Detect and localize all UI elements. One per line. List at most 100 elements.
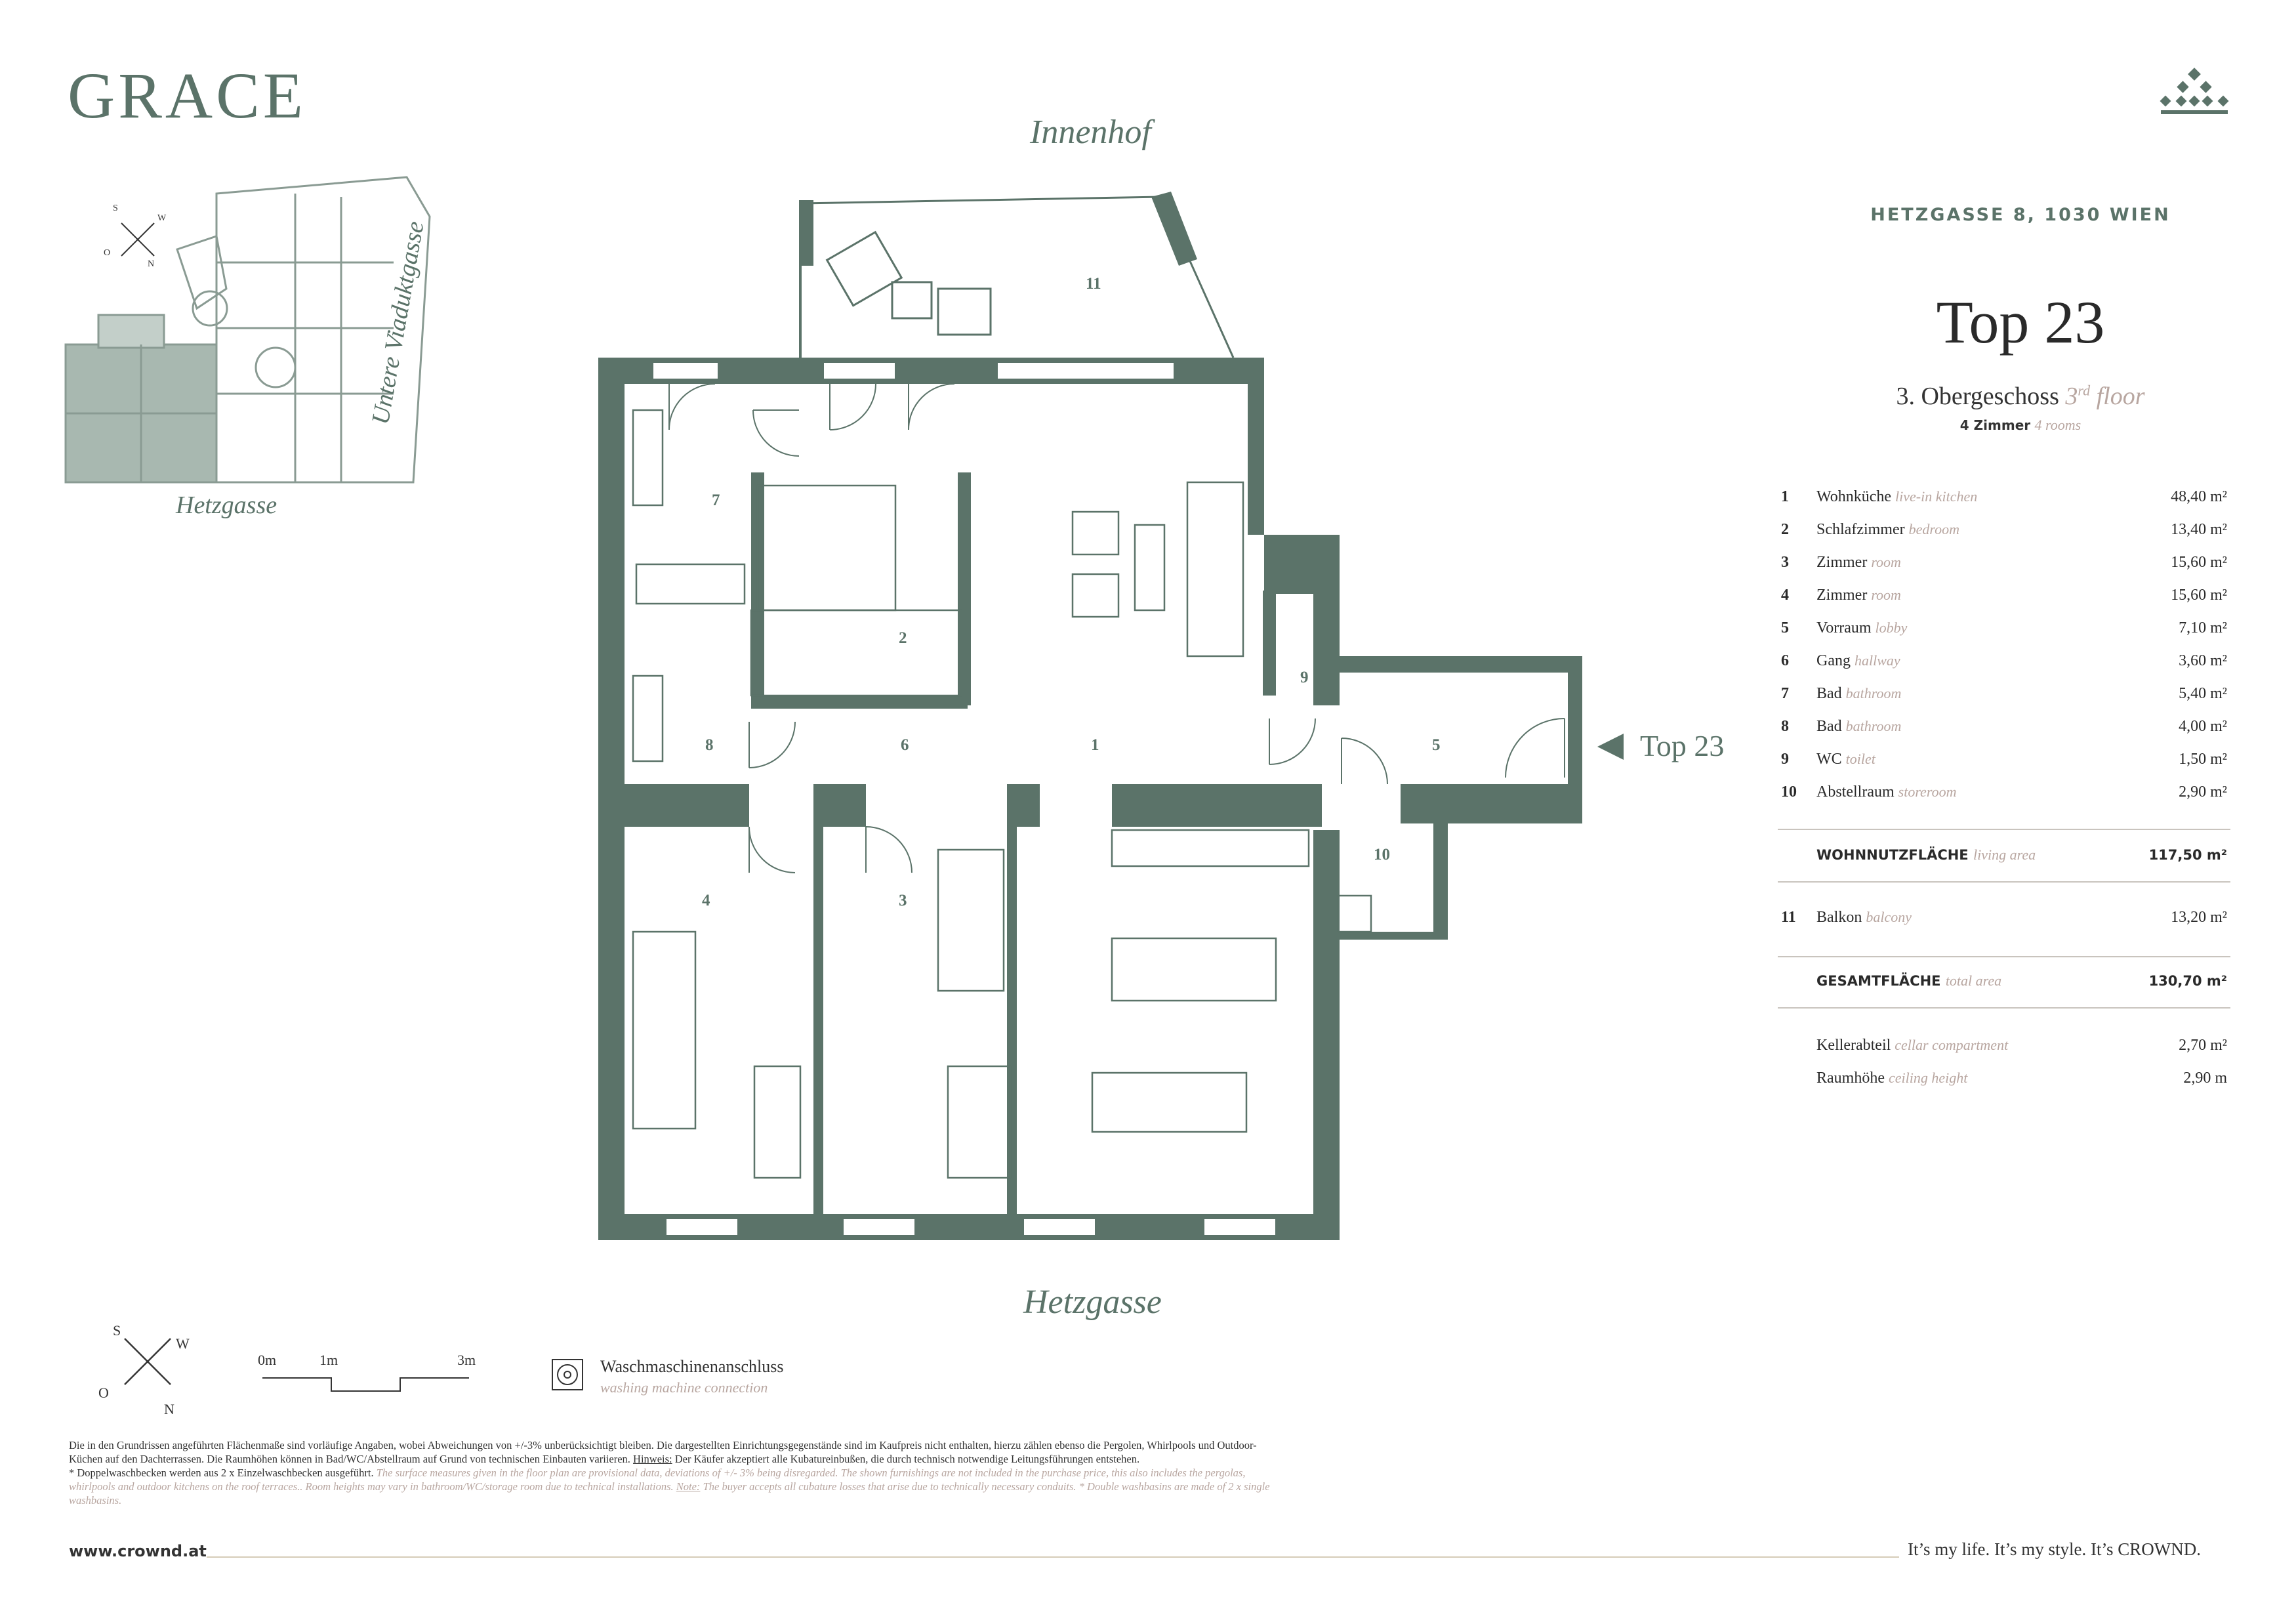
mini-compass-o: O [104, 248, 111, 258]
entrance-arrow-icon [1597, 734, 1624, 760]
room-row: 1 Wohnküche live-in kitchen 48,40 m² [1781, 480, 2227, 513]
compass-w: W [176, 1335, 190, 1352]
mini-compass-s: S [113, 203, 118, 213]
mini-front-street-label: Hetzgasse [176, 491, 277, 519]
rule-4 [1778, 1007, 2230, 1009]
mini-building-plan [64, 176, 431, 484]
rooms-de: 4 Zimmer [1959, 417, 2031, 433]
balcony-11 [799, 192, 1235, 358]
total-area-row: GESAMTFLÄCHE total area 130,70 m² [1816, 972, 2227, 989]
doors [668, 383, 1565, 873]
disclaimer: Die in den Grundrissen angeführten Fläch… [69, 1439, 1270, 1507]
plan-label-2: 2 [899, 629, 907, 647]
room-area: 3,60 m² [2179, 652, 2227, 669]
extra-row: Raumhöhe ceiling height 2,90 m [1781, 1062, 2227, 1094]
scale-3m: 3m [457, 1352, 476, 1368]
room-number: 3 [1781, 554, 1789, 571]
apartment-walls [598, 358, 1582, 1240]
mini-compass-w: W [157, 213, 167, 223]
floor-de: 3. Obergeschoss [1896, 383, 2059, 410]
room-area: 13,40 m² [2171, 521, 2227, 538]
mini-compass-n: N [148, 259, 155, 269]
extra-name: Kellerabteil cellar compartment [1816, 1037, 2009, 1054]
room-name: Schlafzimmer bedroom [1816, 521, 1960, 538]
rule-1 [1778, 829, 2230, 830]
project-logo: GRACE [68, 59, 306, 132]
plan-label-6: 6 [901, 736, 909, 754]
courtyard-label: Innenhof [1030, 114, 1151, 151]
plan-label-10: 10 [1374, 846, 1390, 864]
front-street-label: Hetzgasse [1023, 1283, 1162, 1321]
website-link[interactable]: www.crownd.at [69, 1542, 207, 1560]
plan-label-3: 3 [899, 892, 907, 909]
compass-o: O [98, 1385, 109, 1401]
address: HETZGASSE 8, 1030 WIEN [1870, 205, 2171, 225]
rooms-en: 4 rooms [2034, 417, 2081, 433]
washing-machine-icon [552, 1359, 583, 1390]
room-number: 1 [1781, 488, 1789, 505]
room-area: 7,10 m² [2179, 619, 2227, 636]
scale-1m: 1m [319, 1352, 338, 1368]
balcony-row: 11 Balkon balcony 13,20 m² [1781, 909, 2227, 926]
compass-n: N [164, 1401, 174, 1417]
scale-bar [262, 1377, 469, 1392]
room-name: Zimmer room [1816, 587, 1901, 604]
plan-label-8: 8 [705, 736, 714, 754]
rooms-line: 4 Zimmer 4 rooms [1817, 417, 2224, 434]
room-name: Wohnküche live-in kitchen [1816, 488, 1978, 505]
room-name: Zimmer room [1816, 554, 1901, 571]
plan-label-11: 11 [1086, 275, 1101, 293]
room-area: 5,40 m² [2179, 685, 2227, 702]
floor-en: 3rd floor [2065, 382, 2145, 410]
room-number: 9 [1781, 751, 1789, 768]
room-name: Bad bathroom [1816, 685, 1902, 702]
unit-title: Top 23 [1936, 289, 2105, 356]
room-number: 8 [1781, 718, 1789, 735]
legend-de: Waschmaschinenanschluss [600, 1357, 784, 1376]
plan-label-9: 9 [1300, 669, 1309, 686]
extra-name: Raumhöhe ceiling height [1816, 1070, 1968, 1087]
extra-value: 2,70 m² [2179, 1037, 2227, 1054]
room-number: 7 [1781, 685, 1789, 702]
room-name: Vorraum lobby [1816, 619, 1908, 636]
room-area: 2,90 m² [2179, 783, 2227, 801]
mini-compass [121, 222, 155, 257]
room-row: 5 Vorraum lobby 7,10 m² [1781, 612, 2227, 644]
living-area-row: WOHNNUTZFLÄCHE living area 117,50 m² [1816, 846, 2227, 863]
room-number: 5 [1781, 619, 1789, 636]
floor-line: 3. Obergeschoss 3rd floor [1817, 382, 2224, 411]
room-row: 6 Gang hallway 3,60 m² [1781, 644, 2227, 677]
furniture [632, 409, 1372, 1179]
room-number: 6 [1781, 652, 1789, 669]
room-area: 4,00 m² [2179, 718, 2227, 735]
extra-value: 2,90 m [2183, 1070, 2227, 1087]
compass-icon [124, 1338, 171, 1385]
footer-divider [207, 1556, 1899, 1558]
extra-row: Kellerabteil cellar compartment 2,70 m² [1781, 1029, 2227, 1062]
plan-label-5: 5 [1432, 736, 1441, 754]
extras-table: Kellerabteil cellar compartment 2,70 m² Ra… [1781, 1029, 2227, 1094]
crown-logo-icon [2160, 68, 2229, 114]
scale-0m: 0m [258, 1352, 277, 1368]
room-row: 4 Zimmer room 15,60 m² [1781, 579, 2227, 612]
room-number: 4 [1781, 587, 1789, 604]
plan-label-1: 1 [1091, 736, 1099, 754]
room-name: Gang hallway [1816, 652, 1900, 669]
room-row: 10 Abstellraum storeroom 2,90 m² [1781, 776, 2227, 808]
plan-label-7: 7 [712, 491, 720, 509]
tagline: It’s my life. It’s my style. It’s CROWND… [1908, 1539, 2201, 1559]
legend-en: washing machine connection [600, 1379, 768, 1396]
room-area: 48,40 m² [2171, 488, 2227, 505]
room-number: 10 [1781, 783, 1797, 801]
compass-s: S [113, 1322, 121, 1339]
room-area: 15,60 m² [2171, 554, 2227, 571]
room-name: Abstellraum storeroom [1816, 783, 1957, 801]
room-row: 3 Zimmer room 15,60 m² [1781, 546, 2227, 579]
room-name: WC toilet [1816, 751, 1876, 768]
rule-2 [1778, 881, 2230, 883]
room-area: 15,60 m² [2171, 587, 2227, 604]
